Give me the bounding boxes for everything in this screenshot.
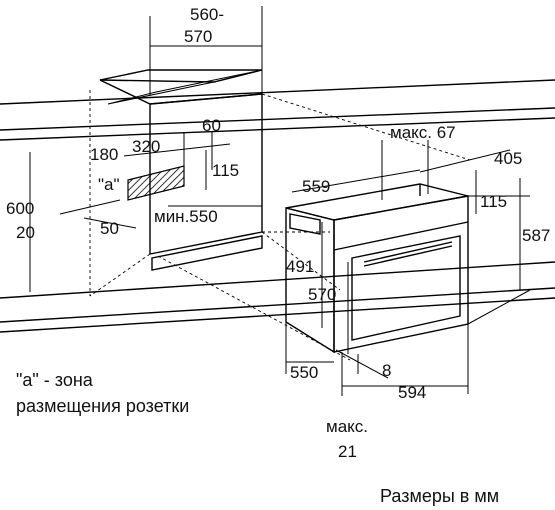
dim-50: 50 (100, 219, 119, 238)
dim-min-550: мин.550 (154, 207, 218, 226)
dimension-labels: 560- 570 60 320 180 "a" 115 600 20 50 ми… (6, 5, 550, 461)
units-note: Размеры в мм (380, 486, 499, 506)
plinth (0, 261, 555, 333)
dim-600: 600 (6, 199, 34, 218)
dim-8: 8 (382, 361, 391, 380)
legend: "a" - зона размещения розетки (16, 370, 189, 416)
dim-max-21: 21 (338, 442, 357, 461)
dim-20: 20 (16, 223, 35, 242)
dim-559: 559 (302, 177, 330, 196)
dim-405: 405 (494, 149, 522, 168)
dim-115-left: 115 (212, 161, 239, 180)
dim-max-67: макс. 67 (390, 123, 456, 142)
dim-180: 180 (90, 145, 118, 164)
dim-550: 550 (290, 363, 318, 382)
socket-zone (127, 165, 185, 201)
dim-width-bottom: 570 (184, 27, 212, 46)
dim-570: 570 (308, 285, 336, 304)
dimension-lines (29, 6, 531, 396)
countertop (0, 79, 555, 141)
dim-60: 60 (202, 116, 221, 135)
dim-587: 587 (522, 226, 550, 245)
dim-594: 594 (398, 383, 426, 402)
dim-491: 491 (286, 257, 314, 276)
dim-width-top: 560- (190, 5, 224, 24)
legend-line-1: "a" - зона (16, 370, 94, 390)
dim-320: 320 (132, 137, 160, 156)
zone-a-label: "a" (98, 175, 120, 194)
dim-115-right: 115 (480, 192, 507, 211)
dim-max-label: макс. (326, 417, 368, 436)
legend-line-2: размещения розетки (16, 396, 189, 416)
